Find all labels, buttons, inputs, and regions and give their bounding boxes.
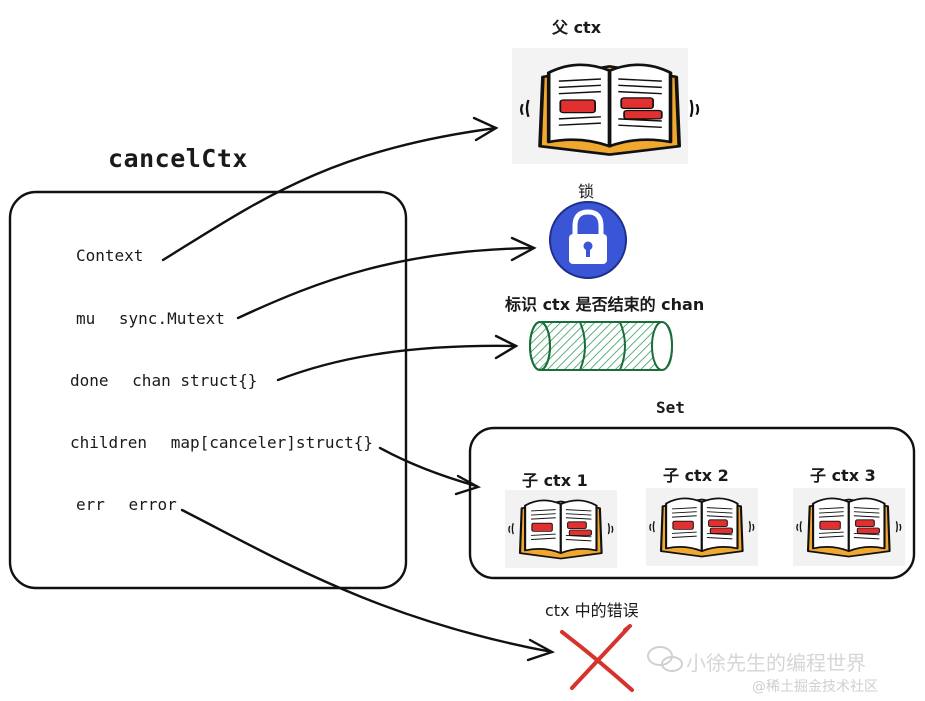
field-mu-type: sync.Mutext	[118, 309, 225, 328]
arrow-done-to-chan	[276, 344, 518, 382]
error-label: ctx 中的错误	[545, 601, 639, 620]
child-ctx-label-2: 子 ctx 2	[663, 466, 729, 485]
child-ctx-label-3: 子 ctx 3	[810, 466, 876, 485]
lock-icon	[549, 201, 627, 279]
field-children: children map[canceler]struct{}	[70, 433, 373, 452]
parent-book-icon	[519, 62, 700, 157]
arrowhead-lock	[510, 236, 537, 262]
field-children-name: children	[70, 433, 148, 452]
watermark-sub: @稀土掘金技术社区	[752, 679, 878, 695]
wechat-icon	[647, 646, 683, 672]
parent-ctx-label: 父 ctx	[552, 18, 602, 37]
field-children-type: map[canceler]struct{}	[170, 433, 373, 452]
field-err-type: error	[128, 495, 177, 514]
arrow-mu-to-lock	[236, 246, 536, 320]
done-chan-label: 标识 ctx 是否结束的 chan	[505, 295, 705, 314]
struct-box	[8, 190, 408, 590]
field-done-name: done	[70, 371, 109, 390]
set-label: Set	[656, 398, 685, 417]
field-mu-name: mu	[76, 309, 96, 328]
arrow-children-to-set	[378, 446, 478, 488]
field-context: Context	[76, 246, 143, 265]
set-box	[468, 426, 916, 580]
arrowhead-set	[454, 474, 482, 496]
field-err-name: err	[76, 495, 105, 514]
field-mu: mu sync.Mutext	[76, 309, 225, 328]
arrowhead-parent	[472, 116, 499, 142]
field-context-name: Context	[76, 246, 144, 265]
lock-label: 锁	[578, 182, 595, 201]
chan-cylinder-icon	[529, 321, 674, 371]
child-book-icon-1	[507, 499, 614, 560]
child-ctx-label-1: 子 ctx 1	[522, 471, 588, 490]
arrowhead-error	[526, 638, 555, 662]
field-done: done chan struct{}	[70, 371, 257, 390]
child-book-icon-3	[795, 497, 902, 558]
arrow-err-to-error	[180, 508, 554, 654]
field-err: err error	[76, 495, 177, 514]
watermark-main: 小徐先生的编程世界	[686, 651, 866, 675]
arrow-context-to-parent	[161, 126, 498, 262]
arrowhead-chan	[494, 334, 519, 360]
cross-icon	[560, 624, 634, 692]
struct-title: cancelCtx	[108, 144, 248, 173]
field-done-type: chan struct{}	[132, 371, 258, 390]
child-book-icon-2	[648, 497, 755, 558]
